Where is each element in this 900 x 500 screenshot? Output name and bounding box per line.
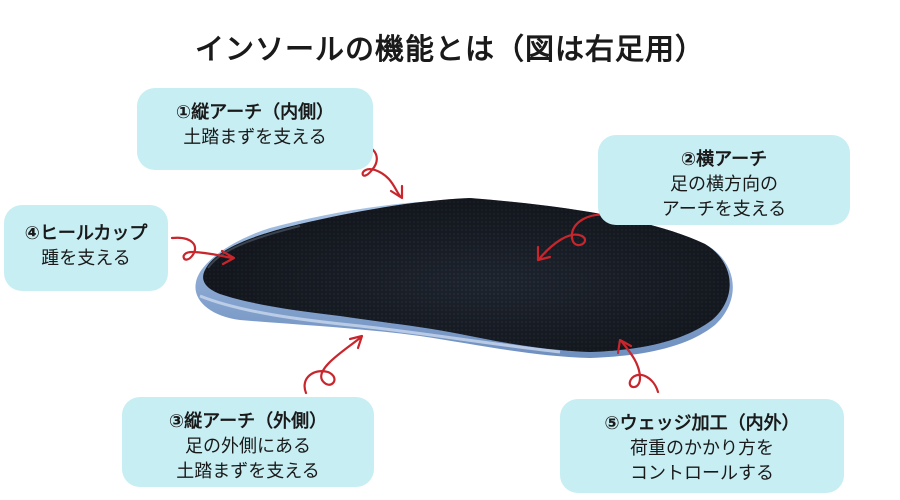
page-title: インソールの機能とは（図は右足用） [194,32,705,66]
insole-foam-edge [199,294,561,354]
arrow-arch-inner [346,142,404,200]
arrow-heel-cup [170,236,236,266]
insole-heel-rim [207,225,301,269]
callout-arch-outer-heading: ③縦アーチ（外側） [168,411,328,432]
callout-arch-transverse-heading: ②横アーチ [680,149,768,170]
callout-arch-outer-text-1: 足の外側にある [185,436,311,457]
callout-heel-cup-heading: ④ヒールカップ [24,223,148,244]
arrow-arch-outer [303,334,364,395]
callout-arch-inner-text: 土踏まずを支える [183,127,327,148]
callout-arch-transverse: ②横アーチ 足の横方向の アーチを支える [598,135,850,225]
arrow-wedge [616,338,660,394]
callout-arch-inner-heading: ①縦アーチ（内側） [175,102,335,123]
arrow-arch-transverse [536,213,612,262]
callout-wedge-text-1: 荷重のかかり方を [630,438,774,459]
insole-shading [203,198,730,352]
callout-arch-transverse-text-2: アーチを支える [661,199,787,220]
callout-wedge-heading: ⑤ウェッジ加工（内外） [604,413,800,434]
callout-wedge-text-2: コントロールする [630,463,774,484]
callout-arch-outer: ③縦アーチ（外側） 足の外側にある 土踏まずを支える [122,397,374,487]
callout-arch-transverse-text-1: 足の横方向の [670,174,778,195]
callout-arch-inner: ①縦アーチ（内側） 土踏まずを支える [137,88,373,170]
callout-heel-cup-text: 踵を支える [41,248,131,269]
callout-wedge: ⑤ウェッジ加工（内外） 荷重のかかり方を コントロールする [560,399,844,493]
callout-arch-outer-text-2: 土踏まずを支える [176,461,320,482]
callout-heel-cup: ④ヒールカップ 踵を支える [4,205,168,291]
